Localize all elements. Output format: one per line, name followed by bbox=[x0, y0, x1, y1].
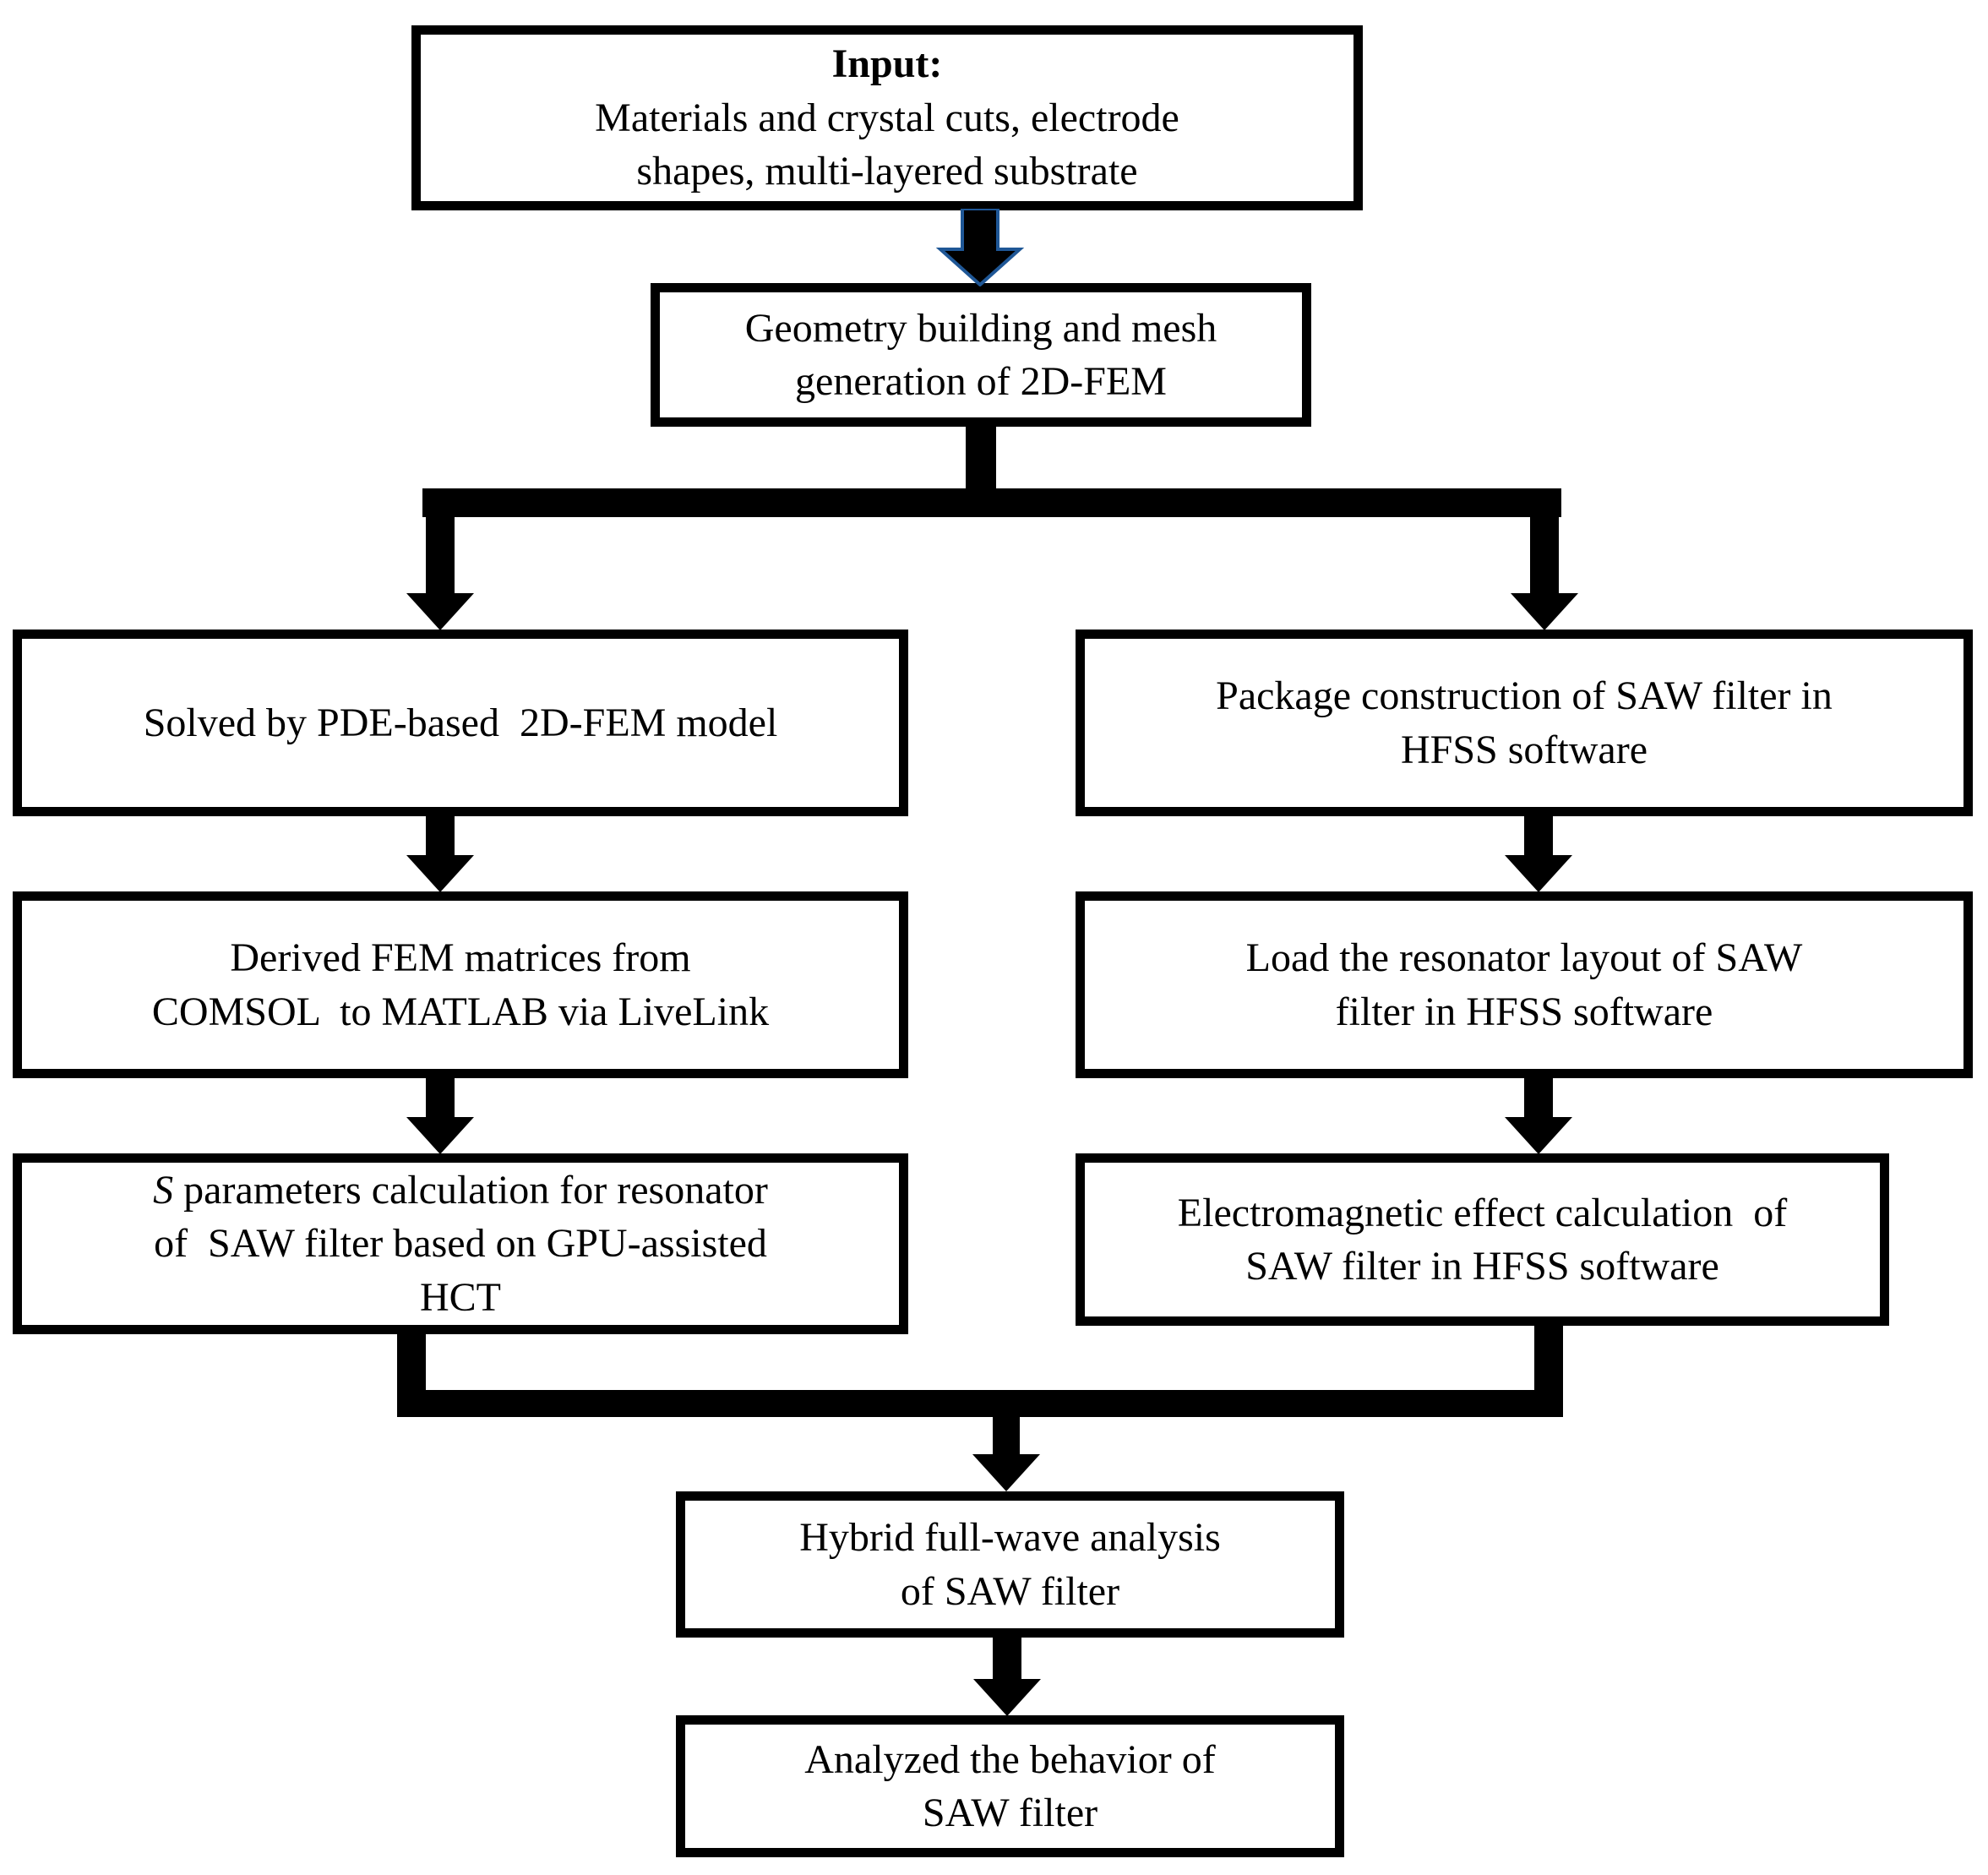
s-parameters-box-text: S parameters calculation for resonator o… bbox=[153, 1164, 768, 1324]
flow-box-input: Input: Materials and crystal cuts, elect… bbox=[411, 25, 1363, 210]
hybrid-analysis-box-text: Hybrid full-wave analysis of SAW filter bbox=[799, 1515, 1221, 1614]
arrow-merge-to-hybrid-head-icon bbox=[972, 1454, 1040, 1491]
arrow-split-to-package-shaft bbox=[1530, 514, 1559, 594]
input-box-heading: Input: bbox=[831, 41, 943, 87]
flow-box-electromagnetic-effect: Electromagnetic effect calculation of SA… bbox=[1076, 1153, 1889, 1326]
arrow-solved-to-derived-shaft bbox=[426, 813, 455, 856]
flow-box-load-resonator: Load the resonator layout of SAW filter … bbox=[1076, 891, 1973, 1078]
derived-fem-box-text: Derived FEM matrices from COMSOL to MATL… bbox=[151, 935, 770, 1034]
arrow-split-to-solved-head-icon bbox=[406, 593, 474, 630]
arrow-derived-to-sparams-head-icon bbox=[406, 1117, 474, 1154]
arrow-split-to-solved-shaft bbox=[426, 514, 455, 594]
arrow-split-to-package-head-icon bbox=[1511, 593, 1578, 630]
arrow-derived-to-sparams-shaft bbox=[426, 1075, 455, 1118]
arrow-hybrid-to-analyzed-head-icon bbox=[973, 1679, 1041, 1716]
flow-box-analyzed-behavior: Analyzed the behavior of SAW filter bbox=[676, 1715, 1344, 1857]
s-parameters-italic-prefix: S bbox=[153, 1167, 174, 1213]
package-construction-box-text: Package construction of SAW filter in HF… bbox=[1216, 673, 1833, 772]
arrow-load-to-em-head-icon bbox=[1505, 1117, 1572, 1154]
solved-pde-box-text: Solved by PDE-based 2D-FEM model bbox=[143, 700, 778, 745]
arrow-solved-to-derived-head-icon bbox=[406, 855, 474, 892]
arrow-package-to-load-head-icon bbox=[1505, 855, 1572, 892]
input-box-text: Materials and crystal cuts, electrode sh… bbox=[595, 95, 1179, 194]
flow-box-s-parameters: S parameters calculation for resonator o… bbox=[13, 1153, 908, 1334]
electromagnetic-effect-box-text: Electromagnetic effect calculation of SA… bbox=[1177, 1190, 1788, 1289]
connector-geometry-stem bbox=[966, 425, 996, 493]
arrow-hybrid-to-analyzed-shaft bbox=[993, 1635, 1021, 1680]
arrow-package-to-load-shaft bbox=[1524, 813, 1553, 856]
flow-box-hybrid-analysis: Hybrid full-wave analysis of SAW filter bbox=[676, 1491, 1344, 1638]
flow-box-solved-pde: Solved by PDE-based 2D-FEM model bbox=[13, 630, 908, 816]
analyzed-behavior-box-text: Analyzed the behavior of SAW filter bbox=[804, 1736, 1216, 1835]
flow-box-package-construction: Package construction of SAW filter in HF… bbox=[1076, 630, 1973, 816]
s-parameters-rest-text: parameters calculation for resonator of … bbox=[154, 1167, 768, 1320]
arrow-load-to-em-shaft bbox=[1524, 1075, 1553, 1118]
arrow-input-to-geometry-icon bbox=[935, 209, 1025, 286]
connector-split-bar bbox=[422, 488, 1561, 517]
load-resonator-box-text: Load the resonator layout of SAW filter … bbox=[1245, 935, 1803, 1034]
flow-box-geometry: Geometry building and mesh generation of… bbox=[651, 283, 1311, 427]
connector-merge-bar bbox=[397, 1390, 1563, 1417]
arrow-merge-to-hybrid-shaft bbox=[993, 1415, 1020, 1455]
geometry-box-text: Geometry building and mesh generation of… bbox=[744, 305, 1217, 404]
flow-box-derived-fem: Derived FEM matrices from COMSOL to MATL… bbox=[13, 891, 908, 1078]
